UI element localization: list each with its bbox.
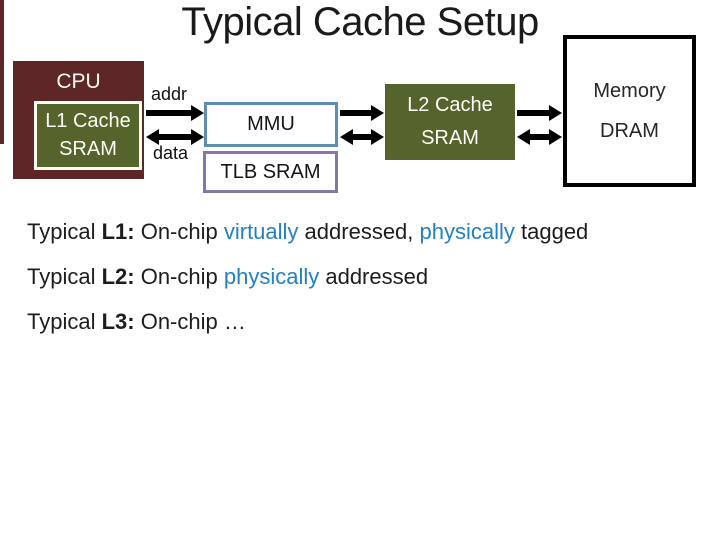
note-segment: physically <box>223 264 320 289</box>
tlb-sram-label: TLB SRAM <box>220 160 321 183</box>
tlb-sram-box: TLB SRAM <box>203 151 338 193</box>
l1-sram-label: SRAM <box>59 138 117 161</box>
l1-cache-label: L1 Cache <box>45 109 131 132</box>
note-segment: physically <box>419 219 515 244</box>
cpu-mmu-data-arrow <box>146 129 204 145</box>
arrow-shaft <box>350 134 374 140</box>
note-segment: L3: <box>101 309 135 334</box>
note-segment: addressed <box>319 264 429 289</box>
arrow-shaft <box>156 134 194 140</box>
arrow-head-right-icon <box>549 129 562 145</box>
note-segment: Typical <box>27 309 102 334</box>
left-edge-strip <box>0 0 4 144</box>
arrow-shaft <box>146 110 194 116</box>
note-segment: Typical <box>27 219 102 244</box>
cpu-to-mmu-addr-arrow <box>146 105 204 121</box>
mmu-l2-data-arrow <box>340 129 384 145</box>
l2-sram-label: SRAM <box>421 127 479 149</box>
note-segment: On-chip <box>134 219 224 244</box>
note-segment: L1: <box>101 219 135 244</box>
memory-label: Memory <box>593 79 666 102</box>
arrow-head-left-icon <box>146 129 159 145</box>
addr-bus-label: addr <box>151 84 188 104</box>
arrow-shaft <box>517 110 552 116</box>
note-segment: L2: <box>101 264 135 289</box>
l2-cache-box: L2 Cache SRAM <box>385 84 515 160</box>
note-segment: addressed, <box>298 219 420 244</box>
l2-cache-label: L2 Cache <box>407 94 493 116</box>
arrow-shaft <box>340 110 374 116</box>
note-segment: virtually <box>223 219 299 244</box>
data-bus-label: data <box>153 143 189 163</box>
note-segment: On-chip <box>134 264 224 289</box>
note-line: Typical L1: On-chip virtually addressed,… <box>27 219 697 245</box>
arrow-head-right-icon <box>549 105 562 121</box>
mmu-box: MMU <box>204 102 338 147</box>
memory-box: Memory DRAM <box>563 35 696 187</box>
l2-memory-data-arrow <box>517 129 562 145</box>
arrow-head-right-icon <box>191 105 204 121</box>
l2-to-memory-addr-arrow <box>517 105 562 121</box>
arrow-head-right-icon <box>371 105 384 121</box>
mmu-to-l2-addr-arrow <box>340 105 384 121</box>
note-segment: On-chip … <box>134 309 246 334</box>
note-segment: tagged <box>514 219 589 244</box>
arrow-head-left-icon <box>340 129 353 145</box>
note-line: Typical L3: On-chip … <box>27 309 697 335</box>
note-segment: Typical <box>27 264 102 289</box>
notes: Typical L1: On-chip virtually addressed,… <box>27 219 697 354</box>
arrow-head-left-icon <box>517 129 530 145</box>
cpu-label: CPU <box>56 70 101 93</box>
mmu-label: MMU <box>247 113 295 135</box>
dram-label: DRAM <box>600 119 659 142</box>
arrow-shaft <box>527 134 552 140</box>
note-line: Typical L2: On-chip physically addressed <box>27 264 697 290</box>
slide-title: Typical Cache Setup <box>181 0 539 44</box>
arrow-head-right-icon <box>191 129 204 145</box>
l1-cache-box: L1 Cache SRAM <box>34 101 142 170</box>
arrow-head-right-icon <box>371 129 384 145</box>
